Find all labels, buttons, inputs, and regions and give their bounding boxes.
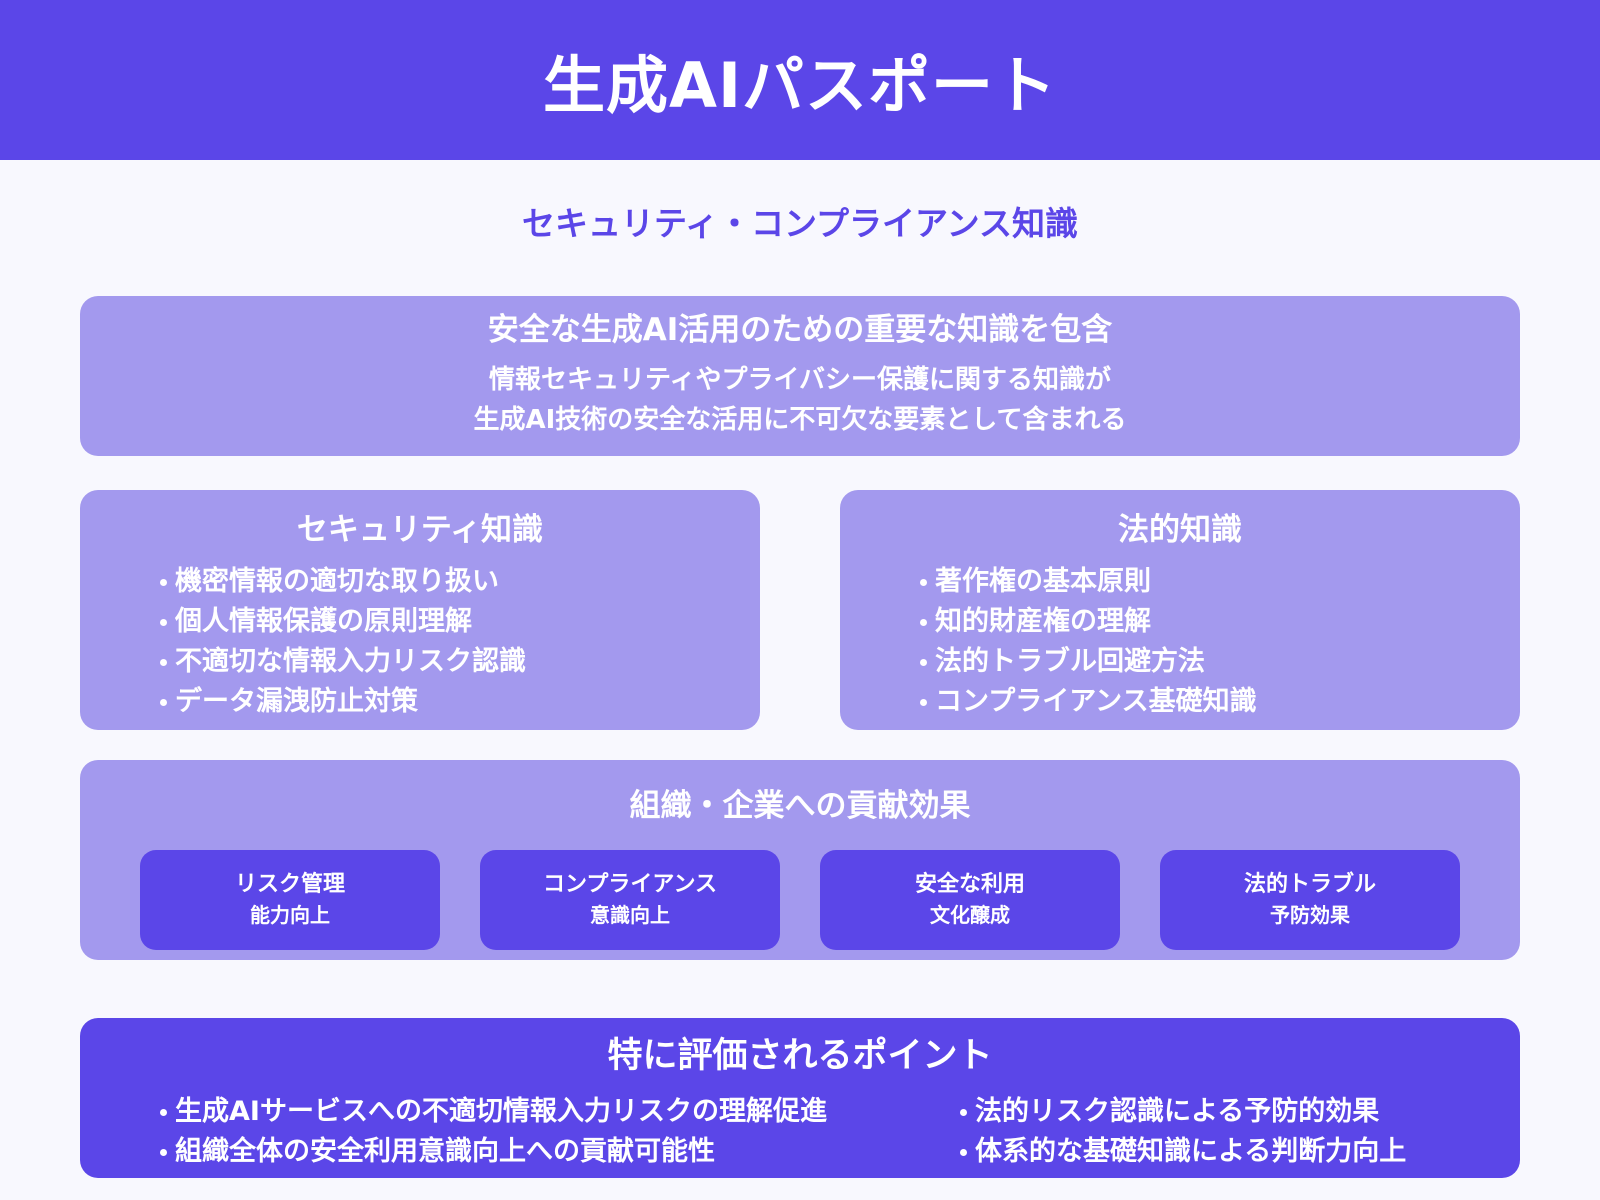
card-subtitle: 予防効果	[1270, 903, 1350, 927]
list-item: 個人情報保護の原則理解	[160, 602, 526, 642]
bullet-icon	[160, 618, 167, 626]
bullet-icon	[160, 1108, 167, 1116]
list-item: 生成AIサービスへの不適切情報入力リスクの理解促進	[160, 1092, 827, 1132]
card-subtitle: 能力向上	[250, 903, 330, 927]
list-item: データ漏洩防止対策	[160, 682, 526, 722]
card-title: 安全な利用	[914, 872, 1025, 897]
bullet-icon	[960, 1108, 967, 1116]
intro-body: 情報セキュリティやプライバシー保護に関する知識が 生成AI技術の安全な活用に不可…	[80, 360, 1520, 440]
intro-body-line: 情報セキュリティやプライバシー保護に関する知識が	[489, 365, 1111, 395]
key-points-list-left: 生成AIサービスへの不適切情報入力リスクの理解促進 組織全体の安全利用意識向上へ…	[160, 1092, 827, 1172]
security-knowledge-list: 機密情報の適切な取り扱い 個人情報保護の原則理解 不適切な情報入力リスク認識 デ…	[160, 562, 526, 722]
contribution-title: 組織・企業への貢献効果	[629, 788, 971, 824]
contribution-panel: 組織・企業への貢献効果 リスク管理 能力向上 コンプライアンス 意識向上 安全な…	[80, 760, 1520, 960]
list-item: 組織全体の安全利用意識向上への貢献可能性	[160, 1132, 827, 1172]
list-item: 知的財産権の理解	[920, 602, 1257, 642]
bullet-icon	[160, 1148, 167, 1156]
contribution-card-risk-management: リスク管理 能力向上	[140, 850, 440, 950]
key-points-title: 特に評価されるポイント	[607, 1036, 993, 1076]
card-title: コンプライアンス	[542, 872, 718, 897]
list-item: 法的トラブル回避方法	[920, 642, 1257, 682]
list-item: 法的リスク認識による予防的効果	[960, 1092, 1406, 1132]
intro-heading: 安全な生成AI活用のための重要な知識を包含	[487, 312, 1113, 348]
bullet-icon	[960, 1148, 967, 1156]
bullet-icon	[920, 578, 927, 586]
card-subtitle: 意識向上	[590, 903, 670, 927]
contribution-card-safe-use: 安全な利用 文化醸成	[820, 850, 1120, 950]
section-subtitle: セキュリティ・コンプライアンス知識	[521, 204, 1079, 243]
legal-knowledge-title: 法的知識	[1118, 512, 1242, 548]
card-title: リスク管理	[234, 872, 345, 897]
intro-panel: 安全な生成AI活用のための重要な知識を包含 情報セキュリティやプライバシー保護に…	[80, 296, 1520, 456]
key-points-panel: 特に評価されるポイント 生成AIサービスへの不適切情報入力リスクの理解促進 組織…	[80, 1018, 1520, 1178]
card-subtitle: 文化醸成	[930, 903, 1010, 927]
bullet-icon	[160, 658, 167, 666]
page-title: 生成AIパスポート	[542, 49, 1058, 122]
list-item: 著作権の基本原則	[920, 562, 1257, 602]
page-header: 生成AIパスポート	[0, 0, 1600, 160]
bullet-icon	[920, 658, 927, 666]
list-item: 機密情報の適切な取り扱い	[160, 562, 526, 602]
card-title: 法的トラブル	[1243, 872, 1376, 897]
intro-body-line: 生成AI技術の安全な活用に不可欠な要素として含まれる	[473, 405, 1127, 435]
security-knowledge-title: セキュリティ知識	[296, 512, 544, 548]
list-item: 体系的な基礎知識による判断力向上	[960, 1132, 1406, 1172]
contribution-card-legal-prevention: 法的トラブル 予防効果	[1160, 850, 1460, 950]
key-points-list-right: 法的リスク認識による予防的効果 体系的な基礎知識による判断力向上	[960, 1092, 1406, 1172]
legal-knowledge-panel: 法的知識 著作権の基本原則 知的財産権の理解 法的トラブル回避方法 コンプライア…	[840, 490, 1520, 730]
bullet-icon	[920, 698, 927, 706]
list-item: 不適切な情報入力リスク認識	[160, 642, 526, 682]
contribution-card-compliance: コンプライアンス 意識向上	[480, 850, 780, 950]
bullet-icon	[160, 698, 167, 706]
list-item: コンプライアンス基礎知識	[920, 682, 1257, 722]
legal-knowledge-list: 著作権の基本原則 知的財産権の理解 法的トラブル回避方法 コンプライアンス基礎知…	[920, 562, 1257, 722]
security-knowledge-panel: セキュリティ知識 機密情報の適切な取り扱い 個人情報保護の原則理解 不適切な情報…	[80, 490, 760, 730]
bullet-icon	[160, 578, 167, 586]
bullet-icon	[920, 618, 927, 626]
